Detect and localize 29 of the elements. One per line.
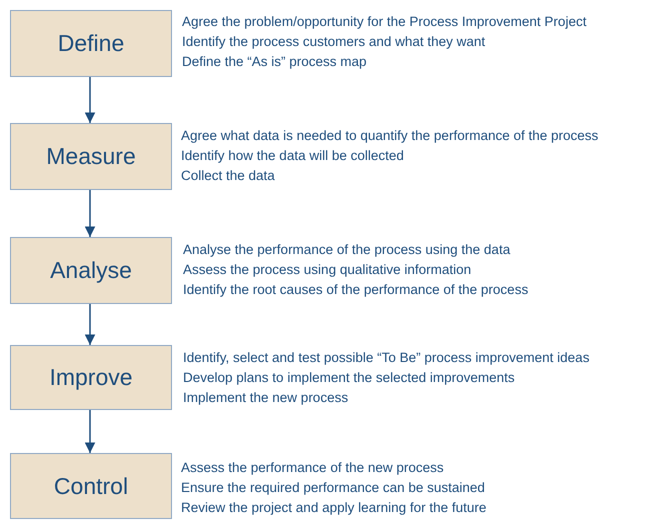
step-box [10, 123, 172, 190]
step-description: Assess the performance of the new process [181, 459, 445, 477]
arrow [84, 304, 96, 345]
step-title: Control [54, 472, 128, 500]
step-description: Analyse the performance of the process using the data [183, 241, 512, 259]
step-title: Analyse [50, 256, 132, 285]
step-description: Agree what data is needed to quantify the performance of the process [181, 127, 598, 145]
step-description: Collect the data [181, 167, 276, 185]
step-description: Identify the process customers and what they want [182, 33, 486, 51]
step-description: Identify, select and test possible “To Be” process improvement ideas [183, 349, 590, 367]
step-description: Develop plans to implement the selected improvements [183, 369, 516, 387]
step-box [10, 237, 172, 304]
step-box [10, 345, 172, 410]
step-description: Identify the root causes of the performance of the process [183, 281, 528, 299]
step-box [10, 453, 172, 519]
step-title: Define [58, 29, 124, 58]
step-description: Implement the new process [183, 389, 350, 407]
step-description: Identify how the data will be collected [181, 147, 405, 165]
step-title: Measure [46, 142, 136, 171]
step-title: Improve [49, 363, 133, 392]
step-description: Ensure the required performance can be sustained [181, 479, 486, 497]
arrow [84, 410, 96, 453]
step-description: Assess the process using qualitative information [183, 261, 472, 279]
step-description: Agree the problem/opportunity for the Process Improvement Project [182, 13, 586, 31]
step-description: Define the “As is” process map [182, 53, 368, 71]
arrow [84, 190, 96, 237]
step-description: Review the project and apply learning for the future [181, 499, 486, 517]
arrow [84, 77, 96, 123]
step-box [10, 10, 172, 77]
